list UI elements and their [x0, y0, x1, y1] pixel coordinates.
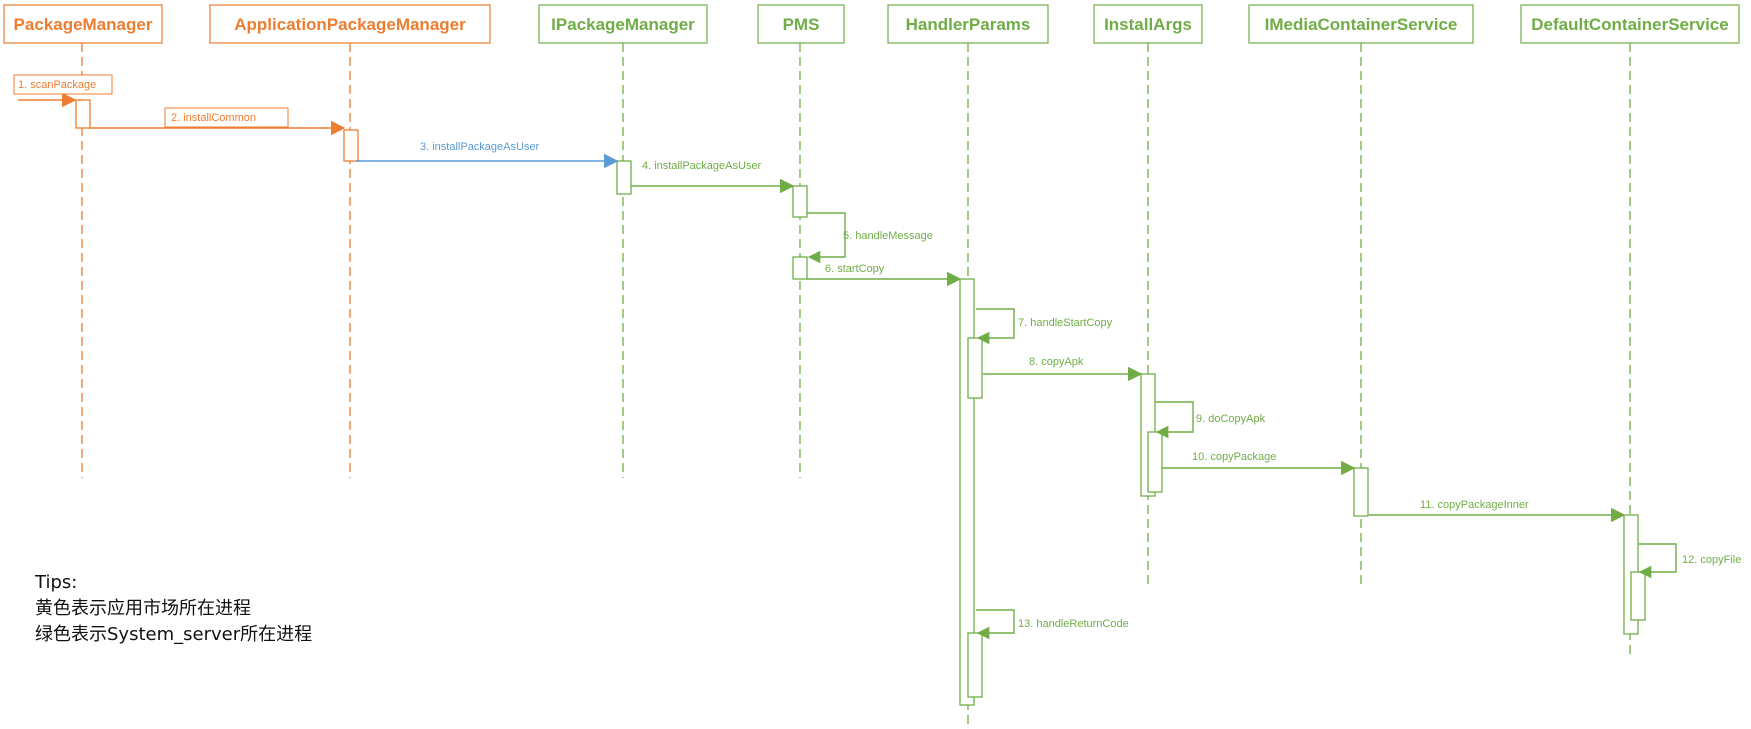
participant-dcs-label: DefaultContainerService: [1531, 15, 1728, 34]
participant-ipm-label: IPackageManager: [551, 15, 695, 34]
message-arrow-7: [976, 308, 1015, 345]
participant-apm-box: [209, 4, 491, 44]
participant-ipm-box: [538, 4, 708, 44]
participant-pm-box: [3, 4, 163, 44]
activation-pms-4: [792, 256, 808, 280]
participant-pm-label: PackageManager: [14, 15, 153, 34]
activation-ipm-2: [616, 160, 632, 195]
message-label-13: 13. handleReturnCode: [1018, 618, 1129, 630]
participant-pms-box: [757, 4, 845, 44]
message-label-11: 11. copyPackageInner: [1420, 499, 1529, 511]
participant-imcs-box: [1248, 4, 1474, 44]
activation-hp-6: [967, 337, 983, 399]
message-arrow-5: [807, 212, 846, 264]
tips-note: Tips: 黄色表示应用市场所在进程 绿色表示System_server所在进程: [35, 570, 312, 648]
activation-imcs-10: [1353, 467, 1369, 517]
activation-dcs-12: [1630, 571, 1646, 621]
message-label-8: 8. copyApk: [1029, 356, 1084, 368]
message-label-2: 2. installCommon: [171, 112, 256, 124]
message-label-6: 6. startCopy: [825, 263, 885, 275]
participant-hp-box: [887, 4, 1049, 44]
tips-title: Tips:: [35, 572, 78, 593]
message-label-1: 1. scanPackage: [18, 79, 96, 91]
message-label-box-1: [13, 74, 113, 95]
message-label-5: 5. handleMessage: [843, 230, 933, 242]
participant-pms-label: PMS: [783, 15, 820, 34]
activation-apm-1: [343, 129, 359, 162]
participant-hp-label: HandlerParams: [906, 15, 1031, 34]
tips-line-green: 绿色表示System_server所在进程: [35, 624, 313, 645]
message-label-box-2: [164, 107, 289, 128]
activation-hp-7: [967, 632, 983, 698]
message-label-10: 10. copyPackage: [1192, 451, 1276, 463]
participant-apm-label: ApplicationPackageManager: [234, 15, 466, 34]
message-label-7: 7. handleStartCopy: [1018, 317, 1113, 329]
participant-ia-box: [1093, 4, 1203, 44]
message-label-4: 4. installPackageAsUser: [642, 160, 762, 172]
activation-pms-3: [792, 185, 808, 218]
tips-line-orange: 黄色表示应用市场所在进程: [35, 598, 251, 619]
message-arrow-13: [976, 609, 1015, 640]
message-arrow-12: [1638, 543, 1677, 579]
message-arrow-9: [1155, 401, 1194, 439]
message-label-12: 12. copyFile: [1682, 554, 1741, 566]
participant-dcs-box: [1520, 4, 1740, 44]
participant-ia-label: InstallArgs: [1104, 15, 1192, 34]
message-label-9: 9. doCopyApk: [1196, 413, 1266, 425]
activation-ia-9: [1147, 431, 1163, 493]
activation-pm-0: [75, 99, 91, 129]
message-label-3: 3. installPackageAsUser: [420, 141, 540, 153]
participant-imcs-label: IMediaContainerService: [1265, 15, 1458, 34]
